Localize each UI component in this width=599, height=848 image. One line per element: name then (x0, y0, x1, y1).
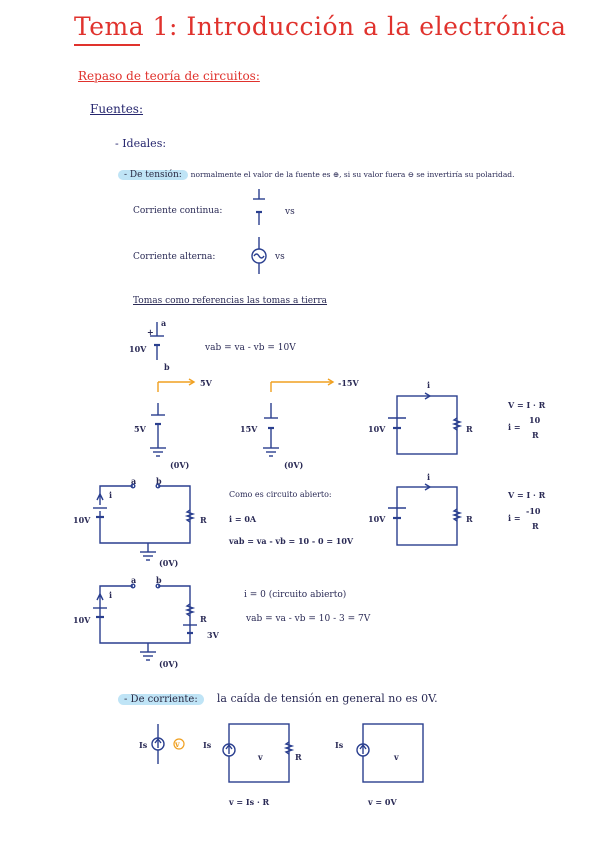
current-source-1-icon (151, 724, 185, 764)
ex3-voltage: 15V (240, 424, 258, 434)
ex6-voltage: 10V (368, 514, 386, 524)
corriente-text: la caída de tensión en general no es 0V. (216, 692, 438, 705)
ideales-label: - Ideales: (115, 137, 167, 150)
ex1-plus: + (147, 327, 154, 337)
ex1-voltage: 10V (129, 344, 147, 354)
ex5-text1: Como es circuito abierto: (229, 490, 332, 499)
ex7-text2: vab = va - vb = 10 - 3 = 7V (246, 614, 371, 624)
ex6-current-eq: i = (508, 513, 521, 523)
ex4-current: i (427, 380, 431, 390)
ex3-ground-label: (0V) (284, 460, 304, 470)
ex5-circuit (92, 483, 196, 561)
ex5-text3: vab = va - vb = 10 - 0 = 10V (229, 536, 354, 546)
ex3-circuit (263, 378, 335, 457)
r-label-2: R (295, 752, 302, 762)
corriente-eq2: v = 0V (368, 797, 397, 807)
ex4-eq-den: R (532, 430, 539, 440)
ex2-voltage: 5V (134, 424, 146, 434)
current-source-circuit-3 (356, 723, 424, 783)
subsection-heading: Fuentes: (90, 102, 144, 116)
ex7-node-b: b (156, 575, 162, 585)
ex7-ground-label: (0V) (159, 659, 179, 669)
ex6-ohm-law: V = I · R (508, 490, 546, 500)
ex2-top-voltage: 5V (200, 378, 212, 388)
vs-label-dc: vs (285, 207, 295, 217)
ex6-resistor: R (466, 514, 473, 524)
v-label-1: v (175, 739, 180, 749)
section-heading: Repaso de teoría de circuitos: (78, 69, 260, 83)
ex6-current: i (427, 472, 431, 482)
ex7-resistor: R (200, 614, 207, 624)
ex5-current: i (109, 490, 113, 500)
ex1-source-icon (150, 322, 164, 360)
alterna-label: Corriente alterna: (133, 252, 216, 262)
ex6-eq-num: -10 (526, 506, 541, 516)
ex2-circuit (150, 378, 196, 457)
ex1-node-b: b (164, 362, 170, 372)
ex4-ohm-law: V = I · R (508, 400, 546, 410)
ex6-circuit (388, 483, 463, 546)
ex7-node-a: a (131, 575, 137, 585)
ex6-eq-den: R (532, 521, 539, 531)
ex5-ground-label: (0V) (159, 558, 179, 568)
corriente-label: - De corriente: (118, 694, 204, 705)
ex4-resistor: R (466, 424, 473, 434)
tension-row: - De tensión: normalmente el valor de la… (118, 170, 514, 180)
continua-label: Corriente continua: (133, 206, 223, 216)
ex4-circuit (388, 392, 463, 455)
ex4-eq-num: 10 (529, 415, 541, 425)
corriente-eq1: v = Is · R (229, 797, 270, 807)
ac-source-icon (251, 237, 267, 274)
ex1-equation: vab = va - vb = 10V (205, 343, 296, 353)
ex3-top-voltage: -15V (338, 378, 359, 388)
ex7-circuit (93, 583, 197, 661)
is-label-2: Is (203, 740, 212, 750)
ex7-text1: i = 0 (circuito abierto) (244, 590, 347, 600)
ex5-voltage: 10V (73, 515, 91, 525)
is-label-3: Is (335, 740, 344, 750)
ex5-node-b: b (156, 476, 162, 486)
ex5-node-a: a (131, 476, 137, 486)
is-label-1: Is (139, 740, 148, 750)
ex7-voltage: 10V (73, 615, 91, 625)
ideales-heading: - Ideales: (115, 137, 166, 150)
ex4-current-eq: i = (508, 422, 521, 432)
ex5-text2: i = 0A (229, 514, 257, 524)
v-label-2: v (258, 752, 263, 762)
ex7-current: i (109, 590, 113, 600)
ex5-resistor: R (200, 515, 207, 525)
current-source-circuit-2 (222, 723, 295, 783)
title-underline (74, 44, 140, 46)
corriente-row: - De corriente: la caída de tensión en g… (118, 692, 438, 705)
page-title: Tema 1: Introducción a la electrónica (74, 12, 567, 41)
tension-label: - De tensión: (118, 170, 188, 180)
v-label-3: v (394, 752, 399, 762)
ex4-voltage: 10V (368, 424, 386, 434)
vs-label-ac: vs (275, 252, 285, 262)
tension-text: normalmente el valor de la fuente es ⊕, … (190, 170, 515, 179)
dc-source-icon (253, 189, 265, 225)
ex7-source-3v: 3V (207, 630, 219, 640)
referencias-text: Tomas como referencias las tomas a tierr… (133, 296, 328, 306)
ex2-ground-label: (0V) (170, 460, 190, 470)
ex1-node-a: a (161, 318, 167, 328)
